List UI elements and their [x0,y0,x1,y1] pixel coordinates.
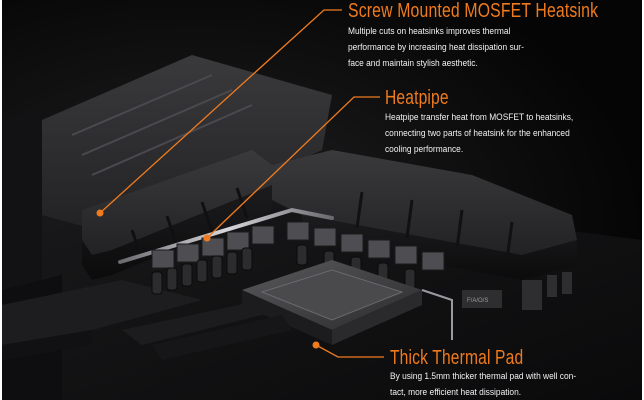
mosfet-heatsink-right [272,150,577,255]
callout-line-heatsink [99,9,342,214]
callout-title-thermal-pad: Thick Thermal Pad [390,347,524,369]
svg-text:F/A/O/S: F/A/O/S [467,298,488,304]
callout-dot-heatsink [96,209,104,217]
upper-heatsink [42,55,332,230]
callout-line: Multiple cuts on heatsinks improves ther… [348,26,511,36]
callout-lines [99,9,384,358]
mosfet-heatsink-left [82,150,272,255]
callout-line: connecting two parts of heatsink for the… [385,128,570,138]
callout-title-heatpipe: Heatpipe [385,87,449,109]
callout-description-thermal-pad: By using 1.5mm thicker thermal pad with … [390,368,576,400]
callout-line-heatpipe [206,96,380,239]
callout-line: Heatpipe transfer heat from MOSFET to he… [385,112,574,122]
callout-line: performance by increasing heat dissipati… [348,42,524,52]
callout-line: cooling performance. [385,144,464,154]
callout-line: By using 1.5mm thicker thermal pad with … [390,371,577,381]
callout-line-thermal-pad [315,344,384,358]
callout-line: tact, more efficient heat dissipation. [390,387,522,397]
callout-description-heatsink: Multiple cuts on heatsinks improves ther… [348,23,524,71]
callout-line: face and maintain stylish aesthetic. [348,58,478,68]
callout-dot-thermal-pad [312,341,320,349]
callout-title-heatsink: Screw Mounted MOSFET Heatsink [348,0,599,22]
callout-dot-heatpipe [203,234,211,242]
callout-description-heatpipe: Heatpipe transfer heat from MOSFET to he… [385,109,573,157]
